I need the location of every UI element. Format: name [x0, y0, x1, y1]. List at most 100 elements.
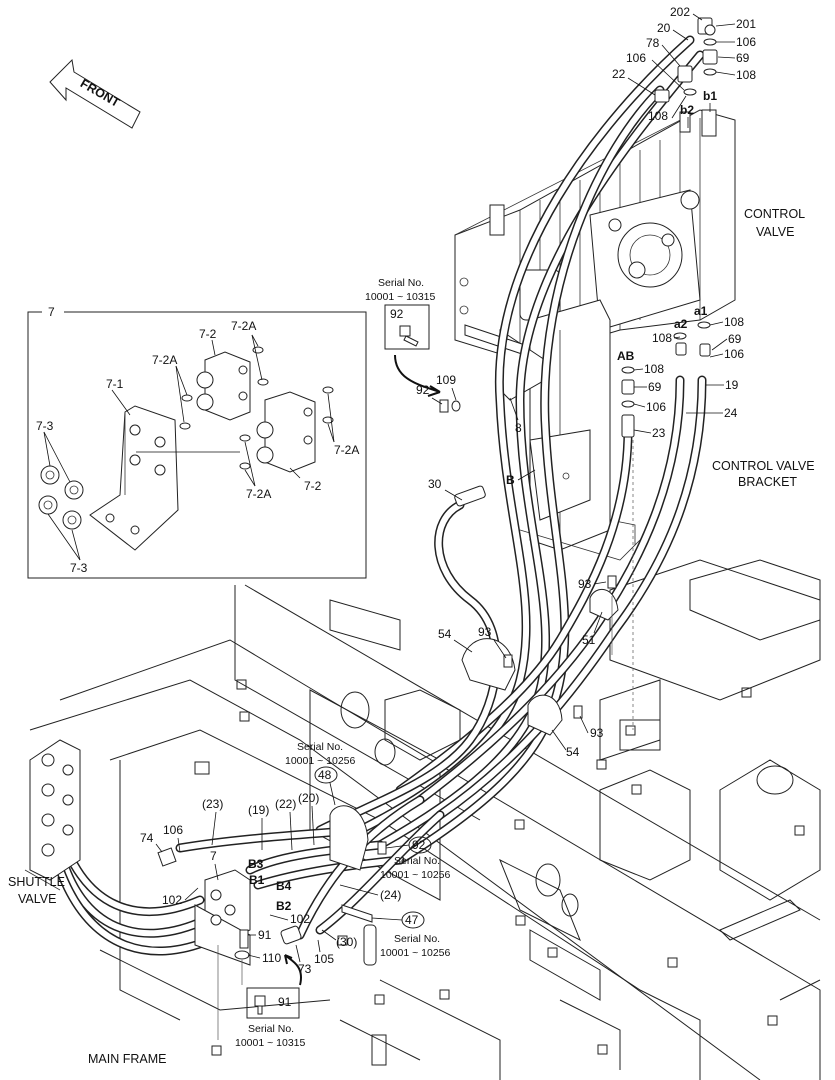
label-51: 51 [582, 633, 596, 647]
label-91-a: 91 [258, 928, 272, 942]
label-b1-lower: B1 [249, 873, 265, 887]
label-91-box: 91 [278, 995, 292, 1009]
label-p24: (24) [380, 888, 401, 902]
serial-title-1: Serial No. [378, 277, 424, 289]
label-7-2A-4: 7-2A [246, 487, 271, 501]
label-54-b: 54 [566, 745, 580, 759]
label-102-a: 102 [162, 893, 182, 907]
label-105: 105 [314, 952, 334, 966]
label-93-b: 93 [478, 625, 492, 639]
shuttle-valve [24, 739, 81, 891]
label-54-a: 54 [438, 627, 452, 641]
label-102-b: 102 [290, 912, 310, 926]
serial-note-91-bottom: 91 Serial No. 10001 ~ 10315 [235, 954, 306, 1049]
label-92-mid: 92 [416, 383, 430, 397]
label-20: 20 [657, 21, 671, 35]
label-201: 201 [736, 17, 756, 31]
label-7-3-lower: 7-3 [70, 561, 88, 575]
serial-title-3: Serial No. [394, 855, 440, 867]
label-106-top: 106 [736, 35, 756, 49]
serial-note-47: 47 Serial No. 10001 ~ 10256 [371, 911, 451, 959]
label-7-2A-1: 7-2A [231, 319, 256, 333]
caption-shuttle-2: VALVE [18, 892, 56, 906]
label-74: 74 [140, 831, 154, 845]
serial-title-5: Serial No. [248, 1023, 294, 1035]
control-valve [454, 109, 736, 361]
serial-note-48: Serial No. 10001 ~ 10256 48 [285, 741, 356, 806]
label-b1: b1 [703, 89, 717, 103]
detail-box-7: 7 [27, 305, 367, 579]
label-73: 73 [298, 962, 312, 976]
label-p19: (19) [248, 803, 269, 817]
label-b4: B4 [276, 879, 292, 893]
label-8: 8 [515, 421, 522, 435]
label-7-2A-2: 7-2A [152, 353, 177, 367]
caption-main-frame: MAIN FRAME [88, 1052, 166, 1066]
label-93-a: 93 [578, 577, 592, 591]
label-108-b: 108 [648, 109, 668, 123]
label-b3: B3 [248, 857, 264, 871]
label-108-top: 108 [736, 68, 756, 82]
serial-range-3: 10001 ~ 10256 [380, 869, 451, 881]
label-p23: (23) [202, 797, 223, 811]
label-7-2A-3: 7-2A [334, 443, 359, 457]
serial-range-4: 10001 ~ 10256 [380, 947, 451, 959]
label-47: 47 [405, 913, 419, 927]
label-30: 30 [428, 477, 442, 491]
label-106-c: 106 [724, 347, 744, 361]
label-7-2-upper: 7-2 [199, 327, 217, 341]
serial-range-1: 10001 ~ 10315 [365, 291, 436, 303]
serial-note-92-top: Serial No. 10001 ~ 10315 92 [365, 277, 441, 397]
label-b2: b2 [680, 103, 694, 117]
label-a1: a1 [694, 304, 708, 318]
label-7-2-lower: 7-2 [304, 479, 322, 493]
label-106-b: 106 [626, 51, 646, 65]
captions: CONTROL VALVE CONTROL VALVE BRACKET SHUT… [8, 207, 815, 1066]
label-108-c: 108 [724, 315, 744, 329]
label-92-box: 92 [390, 307, 404, 321]
label-a2: a2 [674, 317, 688, 331]
label-106-e: 106 [163, 823, 183, 837]
serial-title-2: Serial No. [297, 741, 343, 753]
caption-bracket-2: BRACKET [738, 475, 797, 489]
caption-control-valve-1: CONTROL [744, 207, 805, 221]
label-19: 19 [725, 378, 739, 392]
label-7-3-upper: 7-3 [36, 419, 54, 433]
serial-range-5: 10001 ~ 10315 [235, 1037, 306, 1049]
label-p30: (30) [336, 935, 357, 949]
label-109: 109 [436, 373, 456, 387]
hose-bundle [55, 35, 707, 956]
caption-control-valve-2: VALVE [756, 225, 794, 239]
label-78: 78 [646, 36, 660, 50]
front-direction-arrow: FRONT [49, 58, 141, 129]
label-108-e: 108 [644, 362, 664, 376]
serial-note-92-lower: 92 Serial No. 10001 ~ 10256 [380, 836, 451, 881]
label-ab: AB [617, 349, 635, 363]
label-22: 22 [612, 67, 626, 81]
caption-shuttle-1: SHUTTLE [8, 875, 65, 889]
label-110: 110 [262, 951, 281, 965]
label-7: 7 [210, 849, 217, 863]
label-b: B [506, 473, 515, 487]
label-69-c: 69 [648, 380, 662, 394]
part-labels: 202 201 20 78 106 106 69 108 22 108 b2 b… [36, 5, 756, 976]
label-93-c: 93 [590, 726, 604, 740]
detail-box-label: 7 [48, 305, 55, 319]
serial-title-4: Serial No. [394, 933, 440, 945]
guide-lines [217, 440, 634, 1040]
label-69-top: 69 [736, 51, 750, 65]
label-24: 24 [724, 406, 738, 420]
label-b2-lower: B2 [276, 899, 292, 913]
label-p22: (22) [275, 797, 296, 811]
caption-bracket-1: CONTROL VALVE [712, 459, 815, 473]
label-106-d: 106 [646, 400, 666, 414]
label-23: 23 [652, 426, 666, 440]
label-48: 48 [318, 768, 332, 782]
label-92-lower: 92 [412, 838, 426, 852]
label-108-d: 108 [652, 331, 672, 345]
label-202: 202 [670, 5, 690, 19]
serial-range-2: 10001 ~ 10256 [285, 755, 356, 767]
label-7-1: 7-1 [106, 377, 124, 391]
block-7-assembly [157, 847, 377, 966]
